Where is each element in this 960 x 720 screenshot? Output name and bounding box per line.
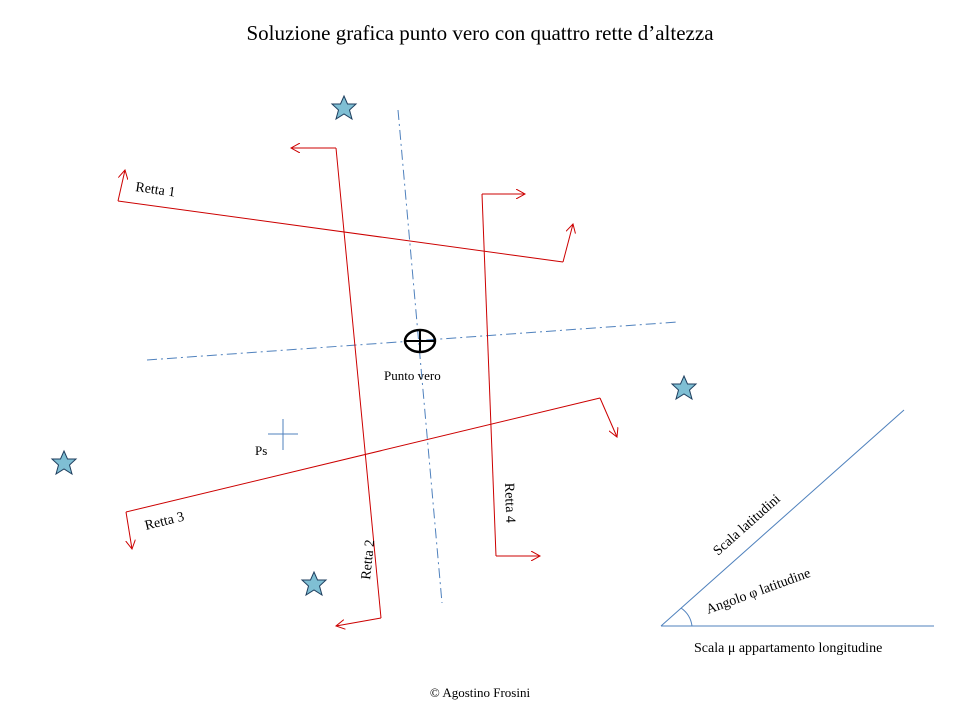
position-line-3: Retta 3	[125, 397, 617, 549]
position-line-2: Retta 2	[291, 148, 382, 626]
position-line-1: Retta 1	[117, 170, 573, 263]
star-icon	[331, 95, 357, 120]
position-line-1-label: Retta 1	[134, 180, 176, 200]
copyright-credit: © Agostino Frosini	[430, 685, 531, 700]
position-line-2-label: Retta 2	[359, 539, 378, 580]
meridian-guide-line	[397, 109, 443, 604]
diagram-title: Soluzione grafica punto vero con quattro…	[246, 21, 714, 45]
mercator-scale-diagram: Scala latitudini Angolo φ latitudine Sca…	[660, 409, 934, 656]
longitude-scale-label: Scala μ appartamento longitudine	[694, 641, 882, 656]
position-line-3-label: Retta 3	[143, 510, 185, 534]
position-line-4: Retta 4	[481, 194, 540, 556]
true-position-label: Punto vero	[384, 368, 441, 383]
star-icon	[301, 571, 327, 596]
star-icon	[671, 375, 697, 400]
true-position-marker	[403, 328, 437, 354]
position-line-4-label: Retta 4	[501, 483, 517, 524]
latitude-angle-label: Angolo φ latitudine	[704, 566, 812, 618]
estimated-position-label: Ps	[255, 443, 267, 458]
star-icon	[51, 450, 77, 475]
estimated-position-cross-icon	[268, 419, 298, 450]
